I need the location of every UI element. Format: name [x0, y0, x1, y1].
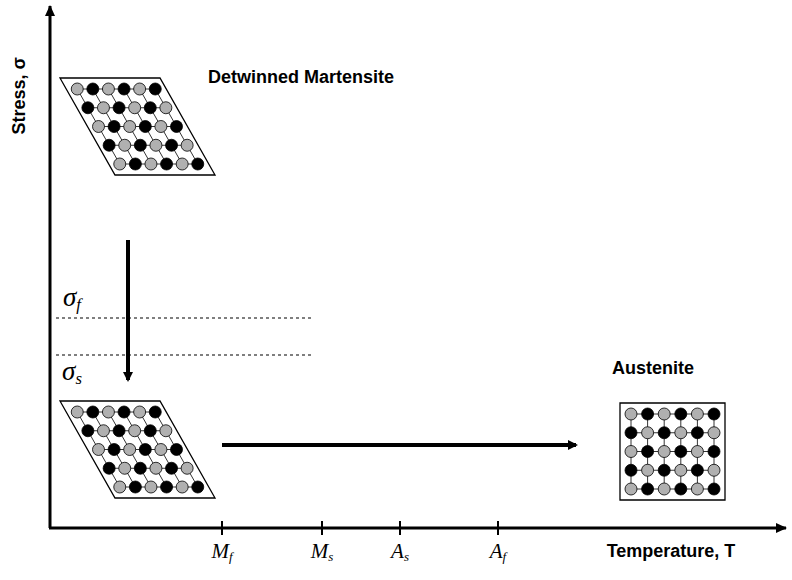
austenite-lattice: [620, 403, 725, 500]
axis-title: Temperature, T: [607, 542, 736, 562]
unload-arrow: [126, 240, 130, 380]
detwinned-lattice: [60, 78, 215, 175]
temperature-symbol: Af: [490, 540, 506, 563]
austenite-lattice: Austenite: [612, 359, 694, 379]
stress-symbol: σs: [62, 357, 82, 387]
finish-stress-line: [56, 317, 314, 318]
stress-symbol: σf: [63, 283, 81, 313]
martensite-lattice: Detwinned Martensite: [208, 68, 394, 88]
temperature-axis: [49, 527, 786, 530]
temperature-symbol: As: [391, 540, 409, 563]
axis-ticks: [222, 521, 498, 535]
temperature-symbol: Ms: [311, 540, 334, 563]
heating-arrow: [222, 443, 576, 447]
phase-name: Detwinned Martensite: [208, 68, 394, 88]
detwinned-lattice-unloaded: [60, 401, 215, 498]
phase-name: Austenite: [612, 359, 694, 379]
temperature-symbol: Mf: [211, 540, 232, 563]
start-stress-line: [56, 354, 314, 355]
stress-axis: [49, 6, 52, 528]
axis-title: Stress, σ: [10, 57, 30, 134]
